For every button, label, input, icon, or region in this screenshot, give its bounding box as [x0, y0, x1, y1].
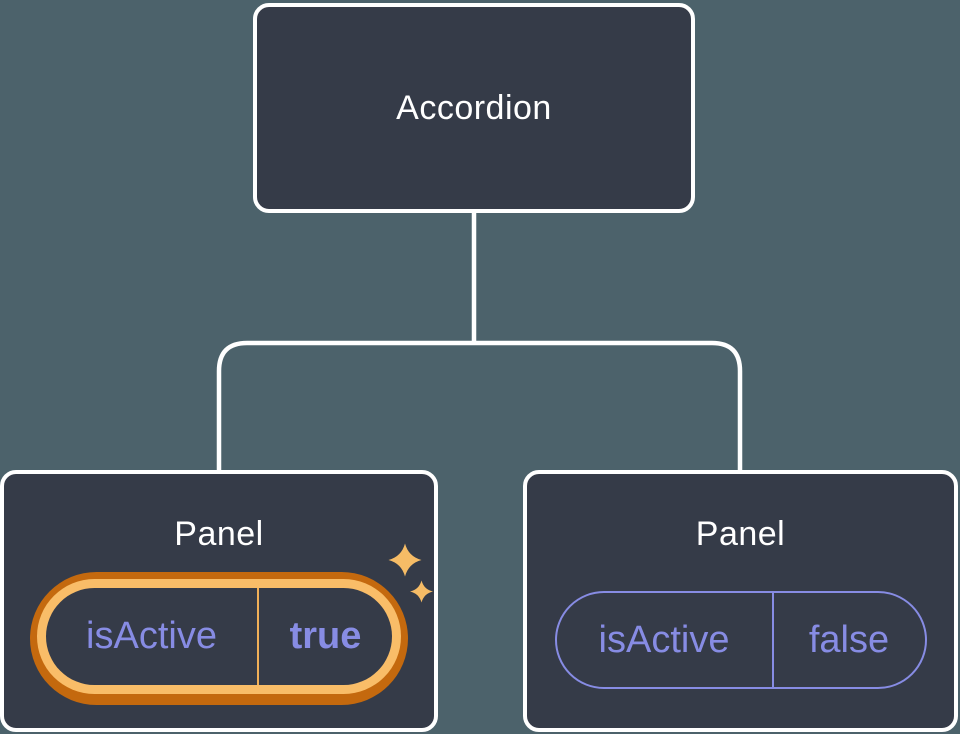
state-value-cell: false — [771, 593, 925, 687]
state-pill-body: isActive true — [46, 588, 392, 685]
state-key: isActive — [598, 618, 730, 661]
accordion-label: Accordion — [396, 88, 552, 127]
state-pill-highlighted: isActive true — [30, 572, 408, 705]
state-key-cell: isActive — [557, 593, 772, 687]
state-pill: isActive false — [554, 591, 927, 689]
panel-label: Panel — [695, 515, 786, 553]
state-value-cell: true — [257, 588, 392, 685]
state-key: isActive — [86, 615, 217, 657]
state-pill-inner-ring: isActive true — [37, 579, 401, 694]
accordion-node: Accordion — [253, 3, 695, 213]
panel-node-active: Panel isActive true — [0, 470, 438, 732]
state-value: false — [808, 618, 890, 661]
state-value: true — [289, 615, 362, 657]
state-key-cell: isActive — [46, 588, 257, 685]
panel-label: Panel — [174, 515, 264, 553]
panel-node-inactive: Panel isActive false — [523, 470, 958, 732]
